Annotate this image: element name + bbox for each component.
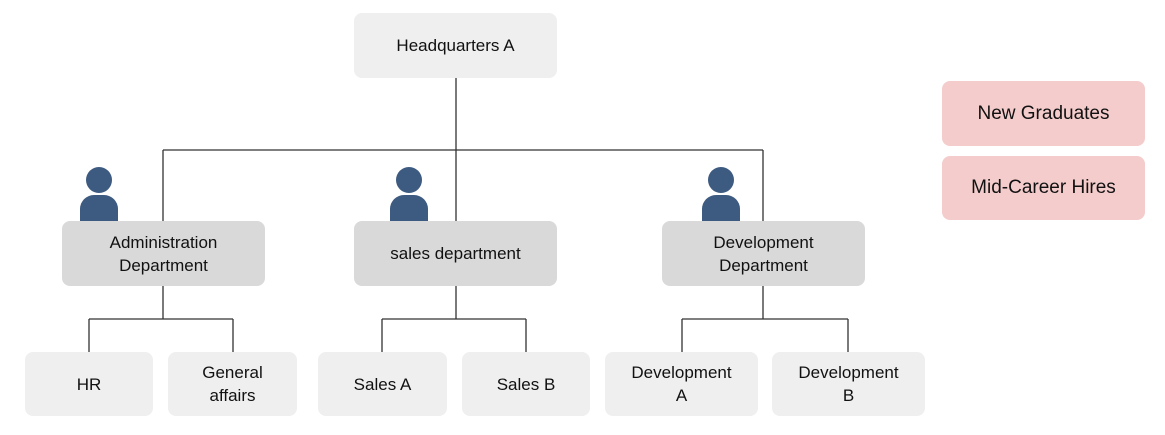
node-sales-label: sales department [390, 244, 521, 263]
person-icon-sales-body [390, 195, 428, 223]
node-administration-label-line-1: Administration [109, 232, 218, 252]
node-sales-department: sales department [354, 221, 557, 286]
legend-mid-career-hires: Mid-Career Hires [942, 156, 1145, 220]
node-administration-label-line-2: Department [119, 255, 208, 275]
node-development-a-label-line-2: A [675, 386, 688, 405]
person-icon-development-head [708, 167, 734, 193]
node-general-affairs-label-line-2: affairs [209, 386, 256, 405]
person-icon-administration-body [80, 195, 118, 223]
node-development-b-label-line-1: Development [798, 363, 899, 382]
person-icon-development [702, 167, 740, 223]
node-headquarters: Headquarters A [354, 13, 557, 78]
node-hr-label: HR [76, 374, 102, 394]
node-sales-a-label: Sales A [353, 374, 412, 394]
node-administration-department: Administration Department [62, 221, 265, 286]
person-icon-development-body [702, 195, 740, 223]
legend-new-graduates: New Graduates [942, 81, 1145, 146]
node-development-label-line-2: Department [719, 255, 808, 275]
node-development-a-label-line-1: Development [631, 363, 732, 382]
legend-new-graduates-label: New Graduates [977, 102, 1110, 124]
node-development-a: Development A [605, 352, 758, 416]
person-icon-sales-head [396, 167, 422, 193]
node-sales-b-label: Sales B [496, 374, 556, 394]
node-development-department: Development Department [662, 221, 865, 286]
node-sales-a: Sales A [318, 352, 447, 416]
person-icon-administration [80, 167, 118, 223]
person-icon-sales [390, 167, 428, 223]
legend-mid-career-hires-label: Mid-Career Hires [971, 177, 1116, 198]
node-development-b-label-line-2: B [842, 386, 855, 405]
person-icon-administration-head [86, 167, 112, 193]
node-general-affairs: General affairs [168, 352, 297, 416]
node-sales-b: Sales B [462, 352, 590, 416]
node-general-affairs-label-line-1: General [202, 363, 263, 382]
node-development-b: Development B [772, 352, 925, 416]
node-hr: HR [25, 352, 153, 416]
node-headquarters-label: Headquarters A [396, 36, 515, 55]
node-development-label-line-1: Development [713, 232, 814, 252]
